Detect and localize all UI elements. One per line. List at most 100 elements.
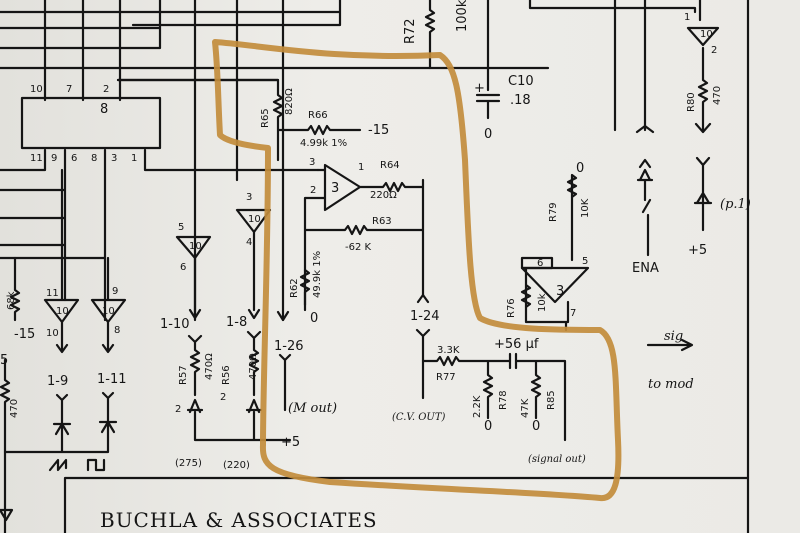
c10-value: .18 <box>510 93 531 108</box>
pin-label: 3 <box>246 192 252 203</box>
inverter-label: 10 <box>248 214 261 225</box>
connector-1-9: 1-9 <box>47 374 68 389</box>
labels: R72 100k C10 .18 + 0 10 7 2 8 11 9 6 8 3… <box>0 0 751 532</box>
r78-label: R78 <box>498 390 509 410</box>
pin-label: 3 <box>309 157 315 168</box>
pin-label: 10 <box>30 84 43 95</box>
r76-value: 10k <box>537 293 548 312</box>
pin-label: 1 <box>358 162 364 173</box>
opamp-3-label: 3 <box>556 284 564 299</box>
neg15-label: -15 <box>368 123 389 138</box>
p1-label: (p.1) <box>720 197 751 212</box>
pin-label: 8 <box>114 325 120 336</box>
pin-label: 6 <box>180 262 186 273</box>
led-label: 2 <box>175 404 181 415</box>
ground-zero: 0 <box>484 127 492 142</box>
inverter-label: 10 <box>189 241 202 252</box>
pin-label: 2 <box>711 45 717 56</box>
r80-value: 470 <box>712 86 723 105</box>
r72-label: R72 <box>403 18 418 44</box>
connector-1-11: 1-11 <box>97 372 127 387</box>
five-label: 5 <box>0 353 8 368</box>
r80-label: R80 <box>686 92 697 112</box>
led-220-label: (220) <box>223 460 250 471</box>
r66-value: 4.99k 1% <box>300 138 347 149</box>
r64-label: R64 <box>380 160 400 171</box>
inverter-label: 10 <box>56 306 69 317</box>
connector-1-10: 1-10 <box>160 317 190 332</box>
r85-label: R85 <box>546 390 557 410</box>
ena-label: ENA <box>632 261 659 276</box>
ground-zero: 0 <box>310 311 318 326</box>
r64-value: 220Ω <box>370 190 397 201</box>
pin-label: 1 <box>131 153 137 164</box>
to-mod-label: to mod <box>648 377 694 392</box>
pin-label: 9 <box>51 153 57 164</box>
r63-label: R63 <box>372 216 392 227</box>
r65-value: 820Ω <box>284 88 295 115</box>
r62-label: R62 <box>289 278 300 298</box>
r62-value: 49.9k 1% <box>312 251 323 298</box>
r72-value: 100k <box>455 0 470 32</box>
chip-u8 <box>20 96 162 150</box>
r68-value: 68k <box>6 291 17 310</box>
company-title: BUCHLA & ASSOCIATES <box>100 508 378 532</box>
r77-value: 3.3K <box>437 345 460 356</box>
connector-1-26: 1-26 <box>274 339 304 354</box>
r66-label: R66 <box>308 110 328 121</box>
ground-zero: 0 <box>484 419 492 434</box>
pin-label: 7 <box>66 84 72 95</box>
pin-label: 5 <box>178 222 184 233</box>
connector-1-24: 1-24 <box>410 309 440 324</box>
signal-out-label: (signal out) <box>528 454 586 465</box>
pin-label: 5 <box>582 256 588 267</box>
m-out-label: (M out) <box>288 401 337 416</box>
opamp-3-label: 3 <box>331 181 339 196</box>
cv-out-label: (C.V. OUT) <box>392 412 446 423</box>
r56-label: R56 <box>221 365 232 385</box>
r470-value: 470 <box>9 399 20 418</box>
r57-value: 470Ω <box>204 353 215 380</box>
r65-label: R65 <box>260 108 271 128</box>
square-waveform-icon: ⎍⎍ <box>88 462 102 473</box>
pin-label: 11 <box>46 288 59 299</box>
pin-label: 7 <box>570 308 576 319</box>
c10-label: C10 <box>508 74 534 89</box>
r78-value: 2.2K <box>472 395 483 418</box>
pin-label: 2 <box>103 84 109 95</box>
neg15-label: -15 <box>14 327 35 342</box>
pin-label: 2 <box>310 185 316 196</box>
r77-label: R77 <box>436 372 456 383</box>
plus5-label: +5 <box>281 435 300 450</box>
led-275-label: (275) <box>175 458 202 469</box>
pin-label: 10 <box>46 328 59 339</box>
pin-label: 1 <box>684 12 690 23</box>
led-label: 2 <box>220 392 226 403</box>
inverter-label: 10 <box>102 306 115 317</box>
pin-label: 3 <box>111 153 117 164</box>
inverter-label: 10 <box>700 29 713 40</box>
sawtooth-waveform-icon: ⩘⩘ <box>48 462 60 473</box>
r85-value: 47K <box>520 398 531 418</box>
sig-label: sig <box>664 329 683 344</box>
pin-label: 8 <box>91 153 97 164</box>
plus5-label: +5 <box>688 243 707 258</box>
r57-label: R57 <box>178 365 189 385</box>
ground-zero: 0 <box>576 161 584 176</box>
r63-value: -62 K <box>345 242 372 253</box>
connector-1-8: 1-8 <box>226 315 247 330</box>
r79-value: 10K <box>580 198 591 218</box>
r56-value: 470Ω <box>248 353 259 380</box>
pin-label: 11 <box>30 153 43 164</box>
chip-u8-label: 8 <box>100 102 108 117</box>
pin-label: 9 <box>112 286 118 297</box>
pin-label: 6 <box>537 258 543 269</box>
ground-zero: 0 <box>532 419 540 434</box>
wires <box>0 0 750 533</box>
pin-label: 4 <box>246 237 252 248</box>
pin-label: 6 <box>71 153 77 164</box>
r79-label: R79 <box>548 202 559 222</box>
cap-56uf-label: +56 μf <box>494 337 539 352</box>
